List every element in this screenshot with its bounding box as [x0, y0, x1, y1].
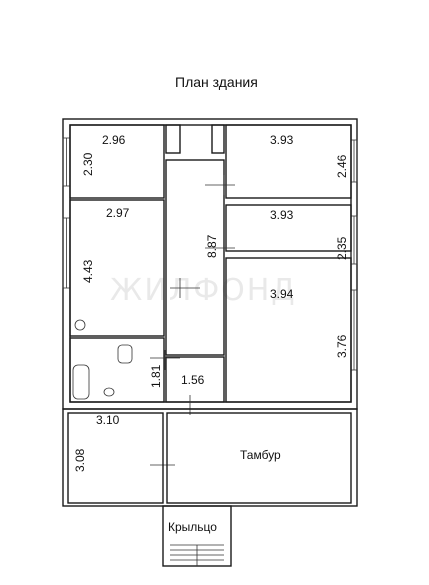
door-marks [150, 175, 235, 466]
corridor-length: 8.87 [205, 234, 219, 258]
porch-label: Крыльцо [168, 520, 217, 534]
room-d-width: 3.93 [270, 208, 294, 222]
room-b-height: 4.43 [81, 259, 95, 283]
room-b-width: 2.97 [106, 206, 130, 220]
room-a-height: 2.30 [81, 152, 95, 176]
left-windows [62, 137, 71, 289]
bathtub-icon [72, 364, 90, 400]
room-c-height: 2.46 [335, 154, 349, 178]
right-windows [350, 139, 358, 371]
vestibule-label: Тамбур [240, 448, 281, 462]
watermark: ЖИЛФОНД [110, 273, 297, 308]
room-c-width: 3.93 [270, 133, 294, 147]
room-e-height: 3.76 [335, 334, 349, 358]
internal-walls [69, 124, 352, 403]
plan-title: План здания [175, 74, 258, 90]
sink-icon [74, 319, 86, 331]
storage-height: 3.08 [73, 448, 87, 472]
outer-walls [62, 118, 358, 410]
sink-2-icon [103, 387, 115, 397]
room-a-width: 2.96 [102, 133, 126, 147]
porch-label-box [164, 518, 226, 536]
room-d-height: 2.35 [335, 236, 349, 260]
porch [162, 505, 232, 567]
room-e-width: 3.94 [270, 287, 294, 301]
toilet-icon [117, 344, 133, 364]
hall-height: 1.81 [149, 364, 163, 388]
storage-width: 3.10 [96, 413, 120, 427]
bathroom-fixtures [72, 319, 133, 400]
hall-width: 1.56 [181, 373, 205, 387]
